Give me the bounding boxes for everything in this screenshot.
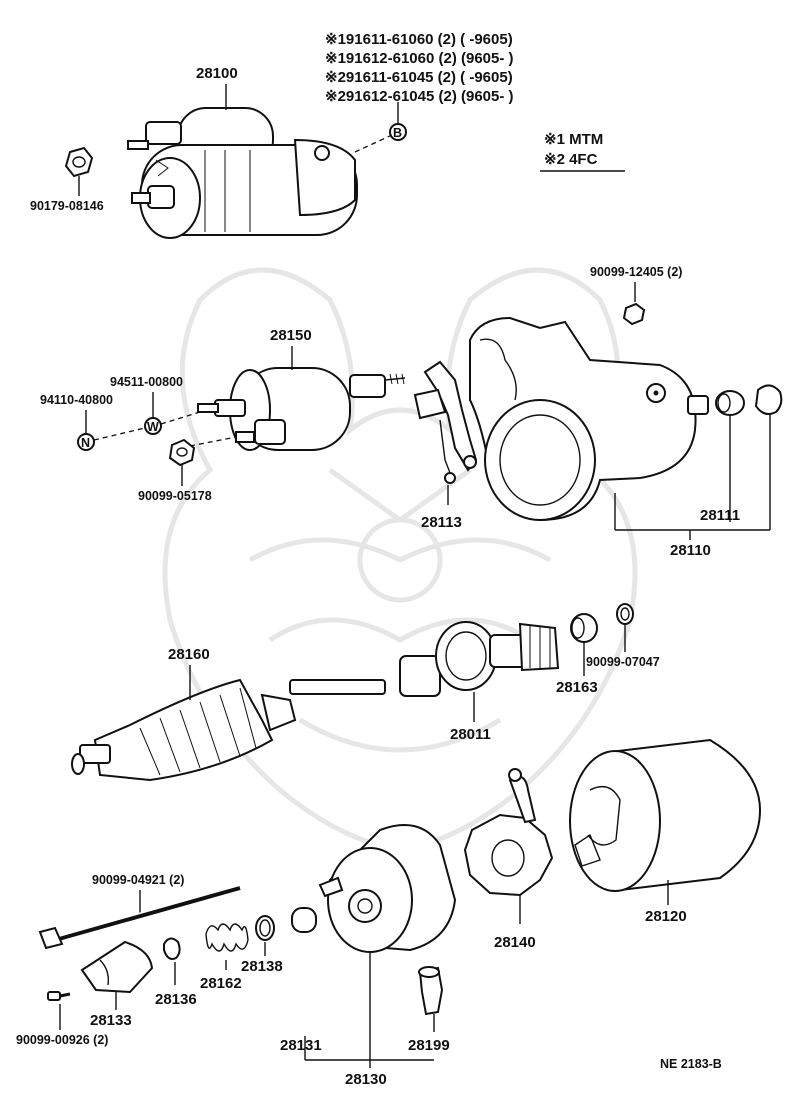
label-28100: 28100 <box>196 65 238 82</box>
nut-90099-05178[interactable] <box>168 438 196 467</box>
armature-28160[interactable] <box>71 678 386 782</box>
label-28131: 28131 <box>280 1037 322 1054</box>
label-28160: 28160 <box>168 646 210 663</box>
marker-b-icon: B <box>389 123 407 141</box>
cap-28111[interactable] <box>754 384 783 415</box>
label-28011: 28011 <box>450 726 491 743</box>
label-90099-12405: 90099-12405 (2) <box>590 265 682 279</box>
snap-ring-90099-07047[interactable] <box>616 603 634 625</box>
starter-clutch-28011[interactable] <box>399 621 560 697</box>
label-28120: 28120 <box>645 908 687 925</box>
label-28113: 28113 <box>421 514 462 531</box>
svg-text:W: W <box>147 420 159 434</box>
screw-90099-00926[interactable] <box>47 991 71 1001</box>
label-90099-04921: 90099-04921 (2) <box>92 873 184 887</box>
bearing-28163[interactable] <box>570 613 598 643</box>
o-ring-28138[interactable] <box>255 915 275 941</box>
bolt-note-3: ※291611-61045 (2) ( -9605) <box>325 69 513 86</box>
drive-housing-28110[interactable] <box>469 316 709 522</box>
label-28110: 28110 <box>670 542 711 559</box>
label-90099-05178: 90099-05178 <box>138 489 212 503</box>
label-28162: 28162 <box>200 975 242 992</box>
cover-28133[interactable] <box>80 940 154 994</box>
samurai-helmet-watermark-icon <box>162 267 638 853</box>
label-28163: 28163 <box>556 679 598 696</box>
starter-assembly-28100[interactable] <box>127 107 358 239</box>
label-28130: 28130 <box>345 1071 387 1088</box>
label-28136: 28136 <box>155 991 197 1008</box>
label-94511-00800: 94511-00800 <box>110 375 183 389</box>
lever-28113[interactable] <box>413 360 478 484</box>
bolt-note-2: ※191612-61060 (2) (9605- ) <box>325 50 514 67</box>
bushing-28111[interactable] <box>715 390 745 416</box>
legend-1: ※1 MTM <box>544 131 603 148</box>
spring-28162[interactable] <box>205 923 249 952</box>
label-28199: 28199 <box>408 1037 450 1054</box>
bolt-note-4: ※291612-61045 (2) (9605- ) <box>325 88 514 105</box>
nut-90179-08146[interactable] <box>64 146 94 178</box>
marker-n-icon: N <box>77 433 95 451</box>
label-94110-40800: 94110-40800 <box>40 393 113 407</box>
plug-28199[interactable] <box>418 966 444 1016</box>
yoke-28120[interactable] <box>569 738 762 892</box>
bushing-28131[interactable] <box>291 907 317 933</box>
diagram-reference: NE 2183-B <box>660 1057 722 1071</box>
label-28140: 28140 <box>494 934 536 951</box>
retainer-28136[interactable] <box>163 937 181 960</box>
svg-text:N: N <box>81 436 90 450</box>
brush-holder-28140[interactable] <box>463 768 554 897</box>
marker-w-icon: W <box>144 417 162 435</box>
svg-text:B: B <box>393 126 402 140</box>
label-28150: 28150 <box>270 327 312 344</box>
label-28133: 28133 <box>90 1012 132 1029</box>
end-frame-28130[interactable] <box>318 824 457 953</box>
label-90099-07047: 90099-07047 <box>586 655 660 669</box>
nut-90099-12405[interactable] <box>622 302 646 326</box>
label-28111: 28111 <box>700 507 740 524</box>
bolt-note-1: ※191611-61060 (2) ( -9605) <box>325 31 513 48</box>
through-bolt-90099-04921[interactable] <box>38 884 241 950</box>
label-90179-08146: 90179-08146 <box>30 199 104 213</box>
label-90099-00926: 90099-00926 (2) <box>16 1033 108 1047</box>
label-28138: 28138 <box>241 958 283 975</box>
solenoid-28150[interactable] <box>197 367 406 451</box>
legend-2: ※2 4FC <box>544 151 598 168</box>
